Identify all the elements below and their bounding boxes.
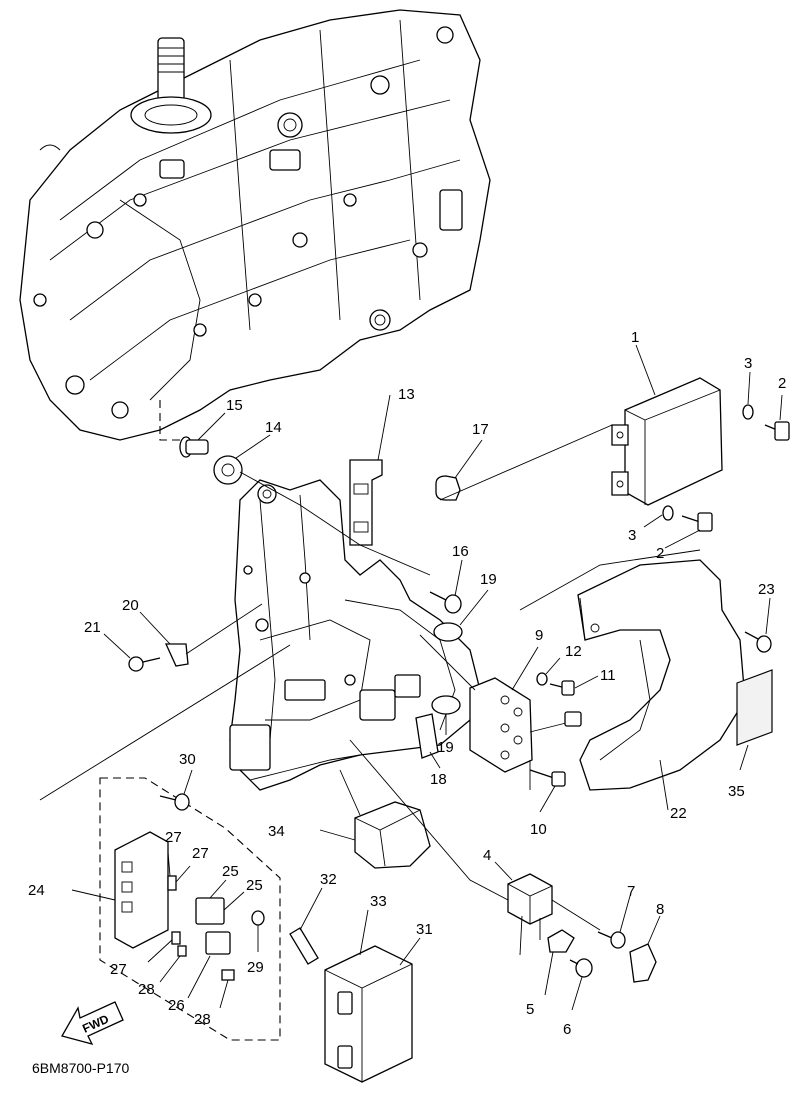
part-6-screw bbox=[569, 958, 593, 1011]
part-4-relay bbox=[494, 861, 553, 956]
part-5-bracket bbox=[544, 929, 575, 996]
part-33-cover bbox=[359, 909, 369, 956]
callout-23: 23 bbox=[758, 581, 775, 598]
callout-7: 7 bbox=[627, 883, 635, 900]
part-10-bolt bbox=[529, 760, 566, 813]
callout-26: 26 bbox=[168, 997, 185, 1014]
part-9-rectifier bbox=[469, 646, 582, 773]
callout-11: 11 bbox=[600, 667, 616, 684]
callout-30: 30 bbox=[179, 751, 196, 768]
part-18-holder bbox=[415, 713, 441, 769]
part-15-collar bbox=[179, 412, 226, 458]
callout-28: 28 bbox=[194, 1011, 211, 1028]
part-24-fuse-holder bbox=[71, 831, 169, 949]
callout-22: 22 bbox=[670, 805, 687, 822]
engine-block bbox=[19, 9, 491, 441]
callout-35: 35 bbox=[728, 783, 745, 800]
callout-33: 33 bbox=[370, 893, 387, 910]
callout-9: 9 bbox=[535, 627, 543, 644]
callout-2: 2 bbox=[656, 545, 664, 562]
callout-labels: 1 2 2 3 3 4 5 6 7 8 9 10 11 12 13 14 15 … bbox=[28, 329, 786, 1038]
part-2a-bolt bbox=[764, 394, 790, 441]
fwd-arrow-icon: FWD bbox=[61, 1001, 124, 1045]
part-25-relays bbox=[195, 879, 245, 955]
callout-27: 27 bbox=[110, 961, 127, 978]
part-34-cover bbox=[319, 769, 431, 869]
part-12-washer bbox=[536, 657, 561, 686]
callout-32: 32 bbox=[320, 871, 337, 888]
callout-14: 14 bbox=[265, 419, 282, 436]
callout-5: 5 bbox=[526, 1001, 534, 1018]
part-29-screw bbox=[251, 910, 265, 952]
callout-6: 6 bbox=[563, 1021, 571, 1038]
part-3a-washer bbox=[742, 371, 754, 420]
part-28-caps bbox=[159, 945, 235, 1009]
part-19b-clamp bbox=[431, 695, 461, 735]
callout-13: 13 bbox=[398, 386, 415, 403]
part-11-bolt bbox=[549, 675, 599, 696]
part-16-bolt bbox=[429, 559, 463, 614]
leader-14 bbox=[239, 471, 431, 576]
part-1-cdi-unit bbox=[611, 344, 723, 506]
callout-16: 16 bbox=[452, 543, 469, 560]
callout-3: 3 bbox=[744, 355, 752, 372]
callout-19: 19 bbox=[480, 571, 497, 588]
callout-21: 21 bbox=[84, 619, 101, 636]
inset-box bbox=[39, 644, 291, 1041]
part-30-screw bbox=[159, 769, 193, 811]
callout-19: 19 bbox=[437, 739, 454, 756]
callout-1: 1 bbox=[631, 329, 639, 346]
part-23-bolt bbox=[744, 597, 772, 653]
part-8-cap bbox=[629, 915, 661, 983]
leader-9 bbox=[419, 634, 476, 691]
callout-34: 34 bbox=[268, 823, 285, 840]
callout-25: 25 bbox=[222, 863, 239, 880]
part-2b-bolt bbox=[664, 512, 713, 549]
callout-27: 27 bbox=[192, 845, 209, 862]
part-14-grommet bbox=[213, 434, 271, 485]
callout-3: 3 bbox=[628, 527, 636, 544]
callout-4: 4 bbox=[483, 847, 491, 864]
part-26-connector bbox=[187, 955, 211, 999]
callout-20: 20 bbox=[122, 597, 139, 614]
callout-29: 29 bbox=[247, 959, 264, 976]
callout-24: 24 bbox=[28, 882, 45, 899]
callout-12: 12 bbox=[565, 643, 582, 660]
callout-27: 27 bbox=[165, 829, 182, 846]
callout-8: 8 bbox=[656, 901, 664, 918]
callout-31: 31 bbox=[416, 921, 433, 938]
part-19a-clamp bbox=[433, 589, 489, 642]
callout-18: 18 bbox=[430, 771, 447, 788]
callout-10: 10 bbox=[530, 821, 547, 838]
diagram-code: 6BM8700-P170 bbox=[32, 1060, 130, 1076]
leader-7 bbox=[551, 899, 601, 931]
leader-engine bbox=[159, 400, 190, 441]
leader-1 bbox=[439, 424, 613, 501]
callout-2: 2 bbox=[778, 375, 786, 392]
part-17-grommet bbox=[435, 439, 483, 501]
part-32-fuse bbox=[289, 887, 323, 965]
part-27-fuses bbox=[147, 851, 191, 963]
part-35-label bbox=[736, 669, 773, 771]
part-20-bracket bbox=[139, 603, 263, 667]
part-13-clip bbox=[349, 394, 391, 546]
callout-28: 28 bbox=[138, 981, 155, 998]
part-31-box bbox=[324, 937, 421, 1083]
leader-22 bbox=[519, 549, 701, 611]
callout-17: 17 bbox=[472, 421, 489, 438]
part-7-bolt bbox=[597, 895, 631, 949]
part-21-screw bbox=[103, 633, 161, 672]
part-3b-washer bbox=[643, 505, 674, 528]
callout-25: 25 bbox=[246, 877, 263, 894]
leader-4 bbox=[349, 739, 509, 901]
callout-15: 15 bbox=[226, 397, 243, 414]
part-22-cover bbox=[577, 559, 746, 811]
